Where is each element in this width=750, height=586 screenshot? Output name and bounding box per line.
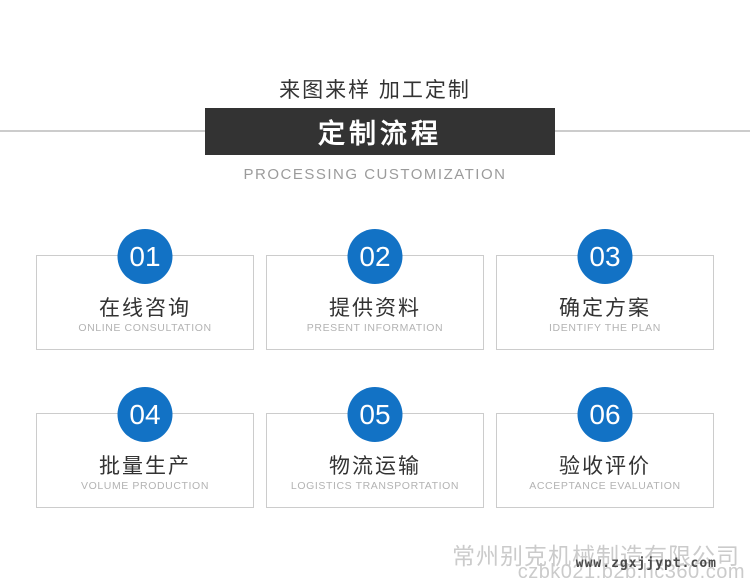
step-number-badge: 02 bbox=[347, 229, 403, 284]
watermark-url-zgxjjypt: www.zgxjjypt.com bbox=[575, 556, 717, 571]
step-card-present-information: 02 提供资料 PRESENT INFORMATION bbox=[266, 229, 484, 350]
step-subtitle: IDENTIFY THE PLAN bbox=[549, 322, 661, 334]
step-title: 验收评价 bbox=[559, 455, 651, 478]
step-card-acceptance-evaluation: 06 验收评价 ACCEPTANCE EVALUATION bbox=[496, 387, 714, 508]
step-title: 物流运输 bbox=[329, 455, 421, 478]
section-banner: 定制流程 bbox=[205, 108, 555, 155]
step-title: 批量生产 bbox=[99, 455, 191, 478]
step-number-badge: 01 bbox=[117, 229, 173, 284]
step-title: 提供资料 bbox=[329, 297, 421, 320]
step-card-online-consultation: 01 在线咨询 ONLINE CONSULTATION bbox=[36, 229, 254, 350]
step-number-badge: 06 bbox=[577, 387, 633, 442]
step-subtitle: PRESENT INFORMATION bbox=[306, 322, 444, 334]
step-subtitle: ACCEPTANCE EVALUATION bbox=[529, 480, 681, 492]
watermark-url-hc360: czbk021.b2b.hc360.com bbox=[517, 561, 745, 583]
step-subtitle: VOLUME PRODUCTION bbox=[80, 480, 210, 492]
watermark-company-name: 常州别克机械制造有限公司 bbox=[452, 543, 740, 569]
step-number-badge: 03 bbox=[577, 229, 633, 284]
step-subtitle: LOGISTICS TRANSPORTATION bbox=[290, 480, 460, 492]
step-title: 确定方案 bbox=[559, 297, 651, 320]
step-number-badge: 05 bbox=[347, 387, 403, 442]
process-steps-grid: 01 在线咨询 ONLINE CONSULTATION 02 提供资料 PRES… bbox=[36, 229, 714, 508]
step-subtitle: ONLINE CONSULTATION bbox=[78, 322, 212, 334]
section-title: 定制流程 bbox=[318, 119, 442, 149]
step-card-identify-the-plan: 03 确定方案 IDENTIFY THE PLAN bbox=[496, 229, 714, 350]
tagline: 来图来样 加工定制 bbox=[279, 79, 471, 102]
step-card-logistics-transportation: 05 物流运输 LOGISTICS TRANSPORTATION bbox=[266, 387, 484, 508]
section-subtitle: PROCESSING CUSTOMIZATION bbox=[243, 166, 507, 183]
step-card-volume-production: 04 批量生产 VOLUME PRODUCTION bbox=[36, 387, 254, 508]
step-title: 在线咨询 bbox=[99, 297, 191, 320]
step-number-badge: 04 bbox=[117, 387, 173, 442]
